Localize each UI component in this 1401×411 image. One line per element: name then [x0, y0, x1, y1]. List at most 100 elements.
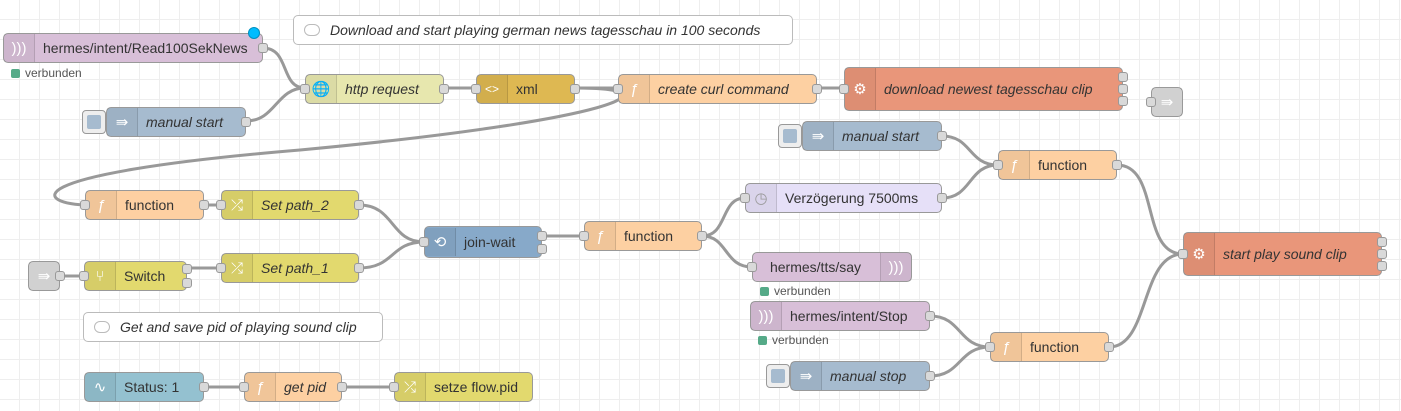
gear-icon: ⚙	[1184, 233, 1215, 275]
output-port[interactable]	[337, 382, 347, 392]
pulse-icon: ∿	[85, 373, 116, 401]
input-port[interactable]	[216, 200, 226, 210]
wifi-icon: )))	[751, 302, 782, 330]
input-port[interactable]	[1178, 249, 1188, 259]
input-port[interactable]	[1146, 97, 1156, 107]
output-port[interactable]	[1377, 249, 1387, 259]
input-port[interactable]	[239, 382, 249, 392]
node-label: hermes/intent/Read100SekNews	[43, 40, 248, 56]
output-port[interactable]	[1377, 237, 1387, 247]
link-icon: ⇛	[1152, 88, 1182, 116]
function-node[interactable]: ƒ function	[985, 332, 1114, 362]
input-port[interactable]	[80, 200, 90, 210]
input-port[interactable]	[300, 84, 310, 94]
change-node[interactable]: ⤮ Set path_1	[216, 253, 364, 283]
mqtt-in-node[interactable]: ))) hermes/intent/Stop	[750, 301, 935, 331]
change-node[interactable]: ⤮ Set path_2	[216, 190, 364, 220]
wire	[1108, 252, 1184, 349]
output-port[interactable]	[925, 311, 935, 321]
mqtt-in-node[interactable]: ))) hermes/intent/Read100SekNews	[3, 33, 268, 63]
exec-node[interactable]: ⚙ start play sound clip	[1178, 232, 1387, 276]
input-port[interactable]	[613, 84, 623, 94]
function-node[interactable]: ƒ function	[80, 190, 209, 220]
inject-node[interactable]: ⇛ manual start	[106, 107, 251, 137]
gear-icon: ⚙	[845, 68, 876, 110]
delay-node[interactable]: ◷ Verzögerung 7500ms	[740, 183, 947, 213]
join-wait-node[interactable]: ⟲ join-wait	[419, 226, 547, 258]
status-dot	[11, 68, 20, 78]
output-port[interactable]	[258, 43, 268, 53]
output-port[interactable]	[199, 200, 209, 210]
http-request-node[interactable]: 🌐 http request	[300, 74, 449, 104]
node-label: setze flow.pid	[434, 379, 519, 395]
input-port[interactable]	[747, 262, 757, 272]
output-port[interactable]	[1118, 84, 1128, 94]
function-node[interactable]: ƒ create curl command	[613, 74, 822, 104]
output-port[interactable]	[937, 193, 947, 203]
status-text: verbunden	[774, 284, 831, 298]
output-port[interactable]	[570, 84, 580, 94]
link-in-node[interactable]: ⇛	[28, 261, 65, 291]
arrow-icon: ⇛	[107, 108, 138, 136]
shuffle-icon: ⤮	[222, 191, 253, 219]
comment-node[interactable]: Download and start playing german news t…	[293, 15, 793, 45]
status-dot	[760, 286, 769, 296]
output-port[interactable]	[182, 264, 192, 274]
output-port[interactable]	[537, 231, 547, 241]
inject-button[interactable]	[82, 110, 106, 134]
output-port[interactable]	[1112, 160, 1122, 170]
node-label: xml	[516, 81, 538, 97]
comment-node[interactable]: Get and save pid of playing sound clip	[83, 312, 383, 342]
input-port[interactable]	[740, 193, 750, 203]
output-port[interactable]	[537, 244, 547, 254]
link-out-node[interactable]: ⇛	[1146, 87, 1183, 117]
inject-button[interactable]	[766, 364, 790, 388]
input-port[interactable]	[985, 342, 995, 352]
input-port[interactable]	[216, 263, 226, 273]
output-port[interactable]	[241, 117, 251, 127]
output-port[interactable]	[55, 271, 65, 281]
status-node[interactable]: ∿ Status: 1	[84, 372, 209, 402]
inject-node[interactable]: ⇛ manual start	[802, 121, 947, 151]
input-port[interactable]	[839, 84, 849, 94]
output-port[interactable]	[1377, 261, 1387, 271]
input-port[interactable]	[79, 271, 89, 281]
node-label: start play sound clip	[1223, 246, 1347, 262]
node-status: verbunden	[760, 284, 831, 298]
change-node[interactable]: ⤮ setze flow.pid	[389, 372, 533, 402]
function-node[interactable]: ƒ function	[579, 221, 707, 251]
input-port[interactable]	[579, 231, 589, 241]
output-port[interactable]	[812, 84, 822, 94]
input-port[interactable]	[471, 84, 481, 94]
input-port[interactable]	[389, 382, 399, 392]
inject-node[interactable]: ⇛ manual stop	[790, 361, 935, 391]
function-icon: ƒ	[999, 151, 1030, 179]
input-port[interactable]	[419, 237, 429, 247]
exec-node[interactable]: ⚙ download newest tagesschau clip	[839, 67, 1128, 111]
shuffle-icon: ⤮	[222, 254, 253, 282]
output-port[interactable]	[199, 382, 209, 392]
output-port[interactable]	[1118, 96, 1128, 106]
wire	[245, 86, 306, 123]
output-port[interactable]	[354, 263, 364, 273]
output-port[interactable]	[937, 131, 947, 141]
output-port[interactable]	[925, 371, 935, 381]
wire	[358, 203, 425, 244]
output-port[interactable]	[182, 278, 192, 288]
node-label: download newest tagesschau clip	[884, 81, 1093, 97]
output-port[interactable]	[354, 200, 364, 210]
input-port[interactable]	[993, 160, 1003, 170]
comment-icon	[84, 321, 120, 333]
output-port[interactable]	[1104, 342, 1114, 352]
output-port[interactable]	[1118, 72, 1128, 82]
xml-node[interactable]: <> xml	[471, 74, 580, 104]
output-port[interactable]	[697, 231, 707, 241]
function-node[interactable]: ƒ function	[993, 150, 1122, 180]
mqtt-out-node[interactable]: ))) hermes/tts/say	[747, 252, 912, 282]
inject-button[interactable]	[778, 124, 802, 148]
node-label: Switch	[124, 268, 166, 284]
arrow-icon: ⇛	[791, 362, 822, 390]
output-port[interactable]	[439, 84, 449, 94]
function-node[interactable]: ƒ get pid	[239, 372, 347, 402]
switch-node[interactable]: ⑂ Switch	[79, 261, 192, 291]
